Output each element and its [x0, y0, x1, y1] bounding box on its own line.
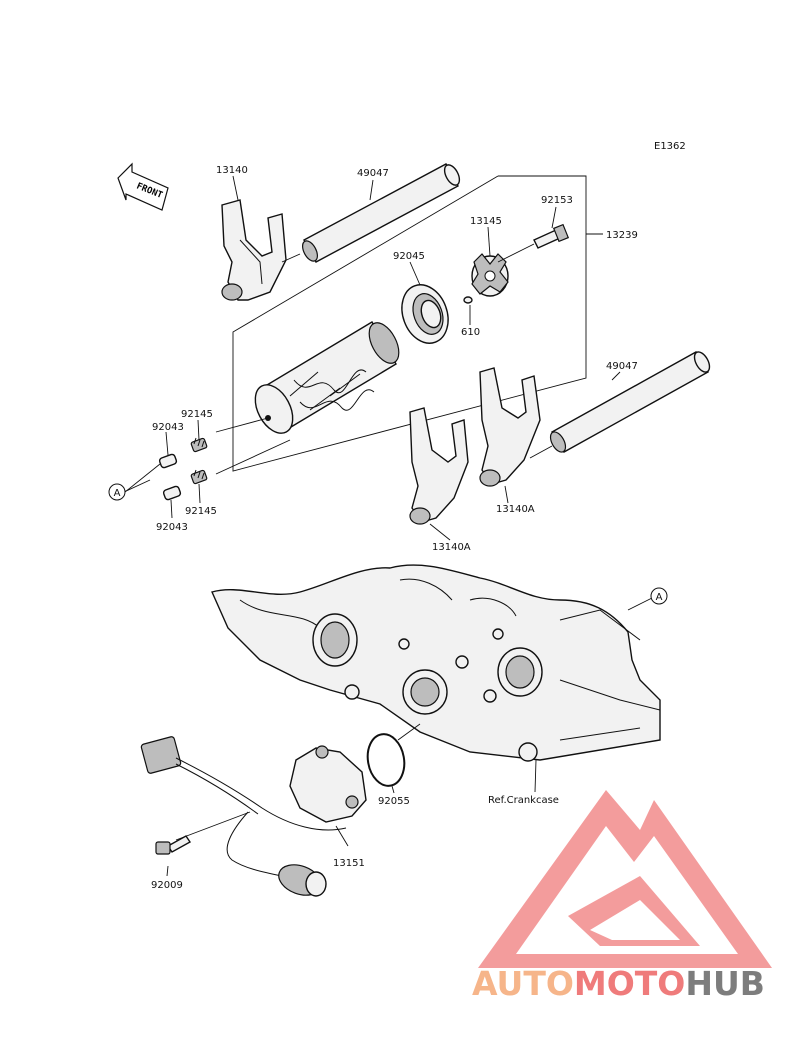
- crankcase-reference: [211, 564, 661, 762]
- label-13140A-bottom: 13140A: [432, 542, 471, 553]
- spring-92145-bottom: [190, 469, 208, 485]
- ref-circle-a-left: A: [108, 483, 126, 501]
- svg-text:A: A: [114, 488, 121, 499]
- label-13145: 13145: [470, 216, 502, 227]
- front-arrow-icon: FRONT: [117, 162, 169, 211]
- pin-610: [463, 296, 473, 304]
- watermark-auto: AUTO: [472, 964, 574, 1003]
- o-ring-92055: [366, 723, 421, 787]
- label-92043-top: 92043: [152, 422, 184, 433]
- label-13140: 13140: [216, 165, 248, 176]
- label-49047-right: 49047: [606, 361, 638, 372]
- label-ref-crankcase: Ref.Crankcase: [488, 795, 559, 806]
- shift-fork-13140A-right: [479, 367, 541, 487]
- label-610: 610: [461, 327, 480, 338]
- automotohub-logo: [478, 790, 772, 968]
- shift-drum: [254, 321, 400, 434]
- watermark-hub: HUB: [685, 964, 765, 1003]
- label-92009: 92009: [151, 880, 183, 891]
- pin-92043-bottom: [162, 485, 182, 501]
- pin-92043-top: [158, 453, 178, 469]
- label-13239: 13239: [606, 230, 638, 241]
- segment-13145: [471, 253, 509, 297]
- ref-circle-a-right: A: [650, 587, 668, 605]
- fork-shaft-49047-right: [549, 351, 711, 453]
- label-13140A-right: 13140A: [496, 504, 535, 515]
- label-13151: 13151: [333, 858, 365, 869]
- label-92153: 92153: [541, 195, 573, 206]
- watermark-moto: MOTO: [574, 964, 685, 1003]
- bearing-92045: [401, 284, 449, 344]
- label-92043-bottom: 92043: [156, 522, 188, 533]
- label-92045: 92045: [393, 251, 425, 262]
- gear-position-sensor-13151: [140, 736, 367, 897]
- diagram-code: E1362: [654, 141, 686, 152]
- svg-text:A: A: [656, 592, 663, 603]
- label-49047-top: 49047: [357, 168, 389, 179]
- bolt-92153: [533, 223, 570, 249]
- bolt-92009: [155, 835, 192, 877]
- assembly-bracket: [232, 175, 587, 472]
- label-92145-bottom: 92145: [185, 506, 217, 517]
- spring-92145-top: [190, 437, 208, 453]
- shift-fork-13140: [221, 199, 287, 301]
- label-92145-top: 92145: [181, 409, 213, 420]
- leader-lines-lower: [123, 479, 653, 847]
- label-92055: 92055: [378, 796, 410, 807]
- watermark-text: AUTOMOTOHUB: [472, 964, 765, 1003]
- fork-shaft-49047-top: [302, 163, 461, 263]
- shift-fork-13140A-bottom: [409, 407, 469, 525]
- leader-lines-upper: [124, 175, 621, 541]
